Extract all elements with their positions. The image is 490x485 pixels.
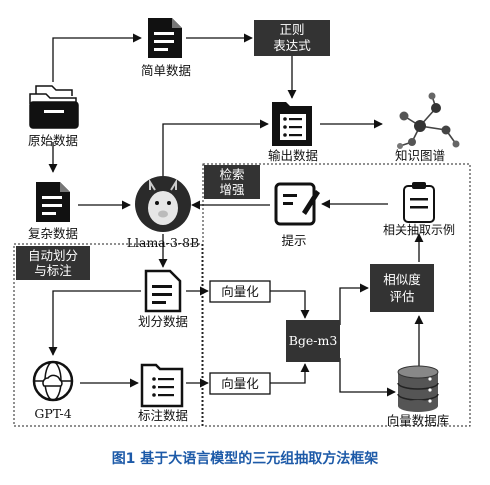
- prompt-node: 提示: [274, 182, 320, 248]
- arrow-bge-to-similarity: [339, 283, 369, 325]
- vectorize-box-1: 向量化: [209, 280, 271, 303]
- arrow-vec2-to-bge: [270, 363, 310, 384]
- arrow-vec1-to-bge: [270, 290, 310, 319]
- auto-annotation-boundary: [13, 243, 203, 427]
- document-icon: [148, 18, 182, 58]
- bge-label: Bge-m3: [289, 333, 338, 348]
- similarity-box: 相似度 评估: [370, 264, 434, 312]
- connectors: [48, 33, 424, 397]
- edit-note-icon: [274, 182, 320, 226]
- knowledge-graph-label: 知识图谱: [395, 148, 445, 163]
- split-data-label: 划分数据: [138, 314, 188, 329]
- simple-data-node: 简单数据: [141, 18, 191, 78]
- database-icon: [397, 365, 439, 412]
- bge-box: Bge-m3: [286, 320, 340, 362]
- similarity-label-line2: 评估: [389, 289, 414, 304]
- complex-data-label: 复杂数据: [28, 226, 78, 241]
- output-data-node: 输出数据: [268, 102, 318, 163]
- regex-label-line1: 正则: [279, 22, 304, 37]
- raw-data-node: 原始数据: [28, 85, 79, 148]
- vector-db-node: 向量数据库: [387, 365, 450, 428]
- llama-label: Llama-3-8B: [127, 235, 200, 250]
- vectorize-label-1: 向量化: [221, 284, 259, 299]
- figure-caption: 图1 基于大语言模型的三元组抽取方法框架: [111, 451, 379, 467]
- knowledge-graph-node: 知识图谱: [395, 92, 460, 163]
- document-icon: [36, 182, 70, 222]
- arrow-llama-to-output: [162, 119, 269, 176]
- folder-list-icon: [272, 102, 312, 146]
- rag-label-line2: 增强: [219, 182, 245, 197]
- folder-list-icon: [140, 363, 184, 408]
- simple-data-label: 简单数据: [141, 63, 191, 78]
- vectorize-label-2: 向量化: [221, 376, 259, 391]
- split-data-node: 划分数据: [138, 269, 188, 329]
- auto-label-line1: 自动划分: [28, 248, 78, 263]
- globe-cloud-icon: [32, 360, 74, 402]
- annotated-data-node: 标注数据: [138, 363, 188, 423]
- raw-data-label: 原始数据: [28, 133, 78, 148]
- prompt-label: 提示: [281, 233, 306, 248]
- gpt-label: GPT-4: [34, 406, 71, 421]
- similarity-label-line1: 相似度: [383, 272, 421, 287]
- annotated-data-label: 标注数据: [138, 408, 188, 423]
- regex-box: 正则 表达式: [254, 20, 330, 56]
- gpt-node: GPT-4: [32, 360, 74, 421]
- auto-label-line2: 与标注: [34, 263, 72, 278]
- rag-label-line1: 检索: [219, 167, 244, 182]
- examples-node: 相关抽取示例: [383, 182, 455, 237]
- folders-icon: [29, 85, 79, 129]
- arrow-bge-to-vdb: [339, 358, 396, 397]
- rag-boundary: [202, 163, 471, 427]
- llama-node: Llama-3-8B: [127, 176, 200, 250]
- vector-db-label: 向量数据库: [387, 413, 450, 428]
- auto-annotation-tag: 自动划分 与标注: [16, 246, 90, 280]
- vectorize-box-2: 向量化: [209, 372, 271, 395]
- arrow-split-to-gpt: [48, 290, 141, 356]
- rag-tag: 检索 增强: [204, 165, 260, 199]
- document-icon: [144, 269, 182, 313]
- output-data-label: 输出数据: [268, 148, 318, 163]
- clipboard-icon: [403, 182, 435, 223]
- llama-logo-icon: [135, 176, 191, 232]
- regex-label-line2: 表达式: [273, 38, 311, 53]
- network-graph-icon: [397, 92, 460, 149]
- arrow-raw-to-simple: [52, 33, 142, 82]
- complex-data-node: 复杂数据: [28, 182, 78, 241]
- examples-label: 相关抽取示例: [383, 223, 455, 237]
